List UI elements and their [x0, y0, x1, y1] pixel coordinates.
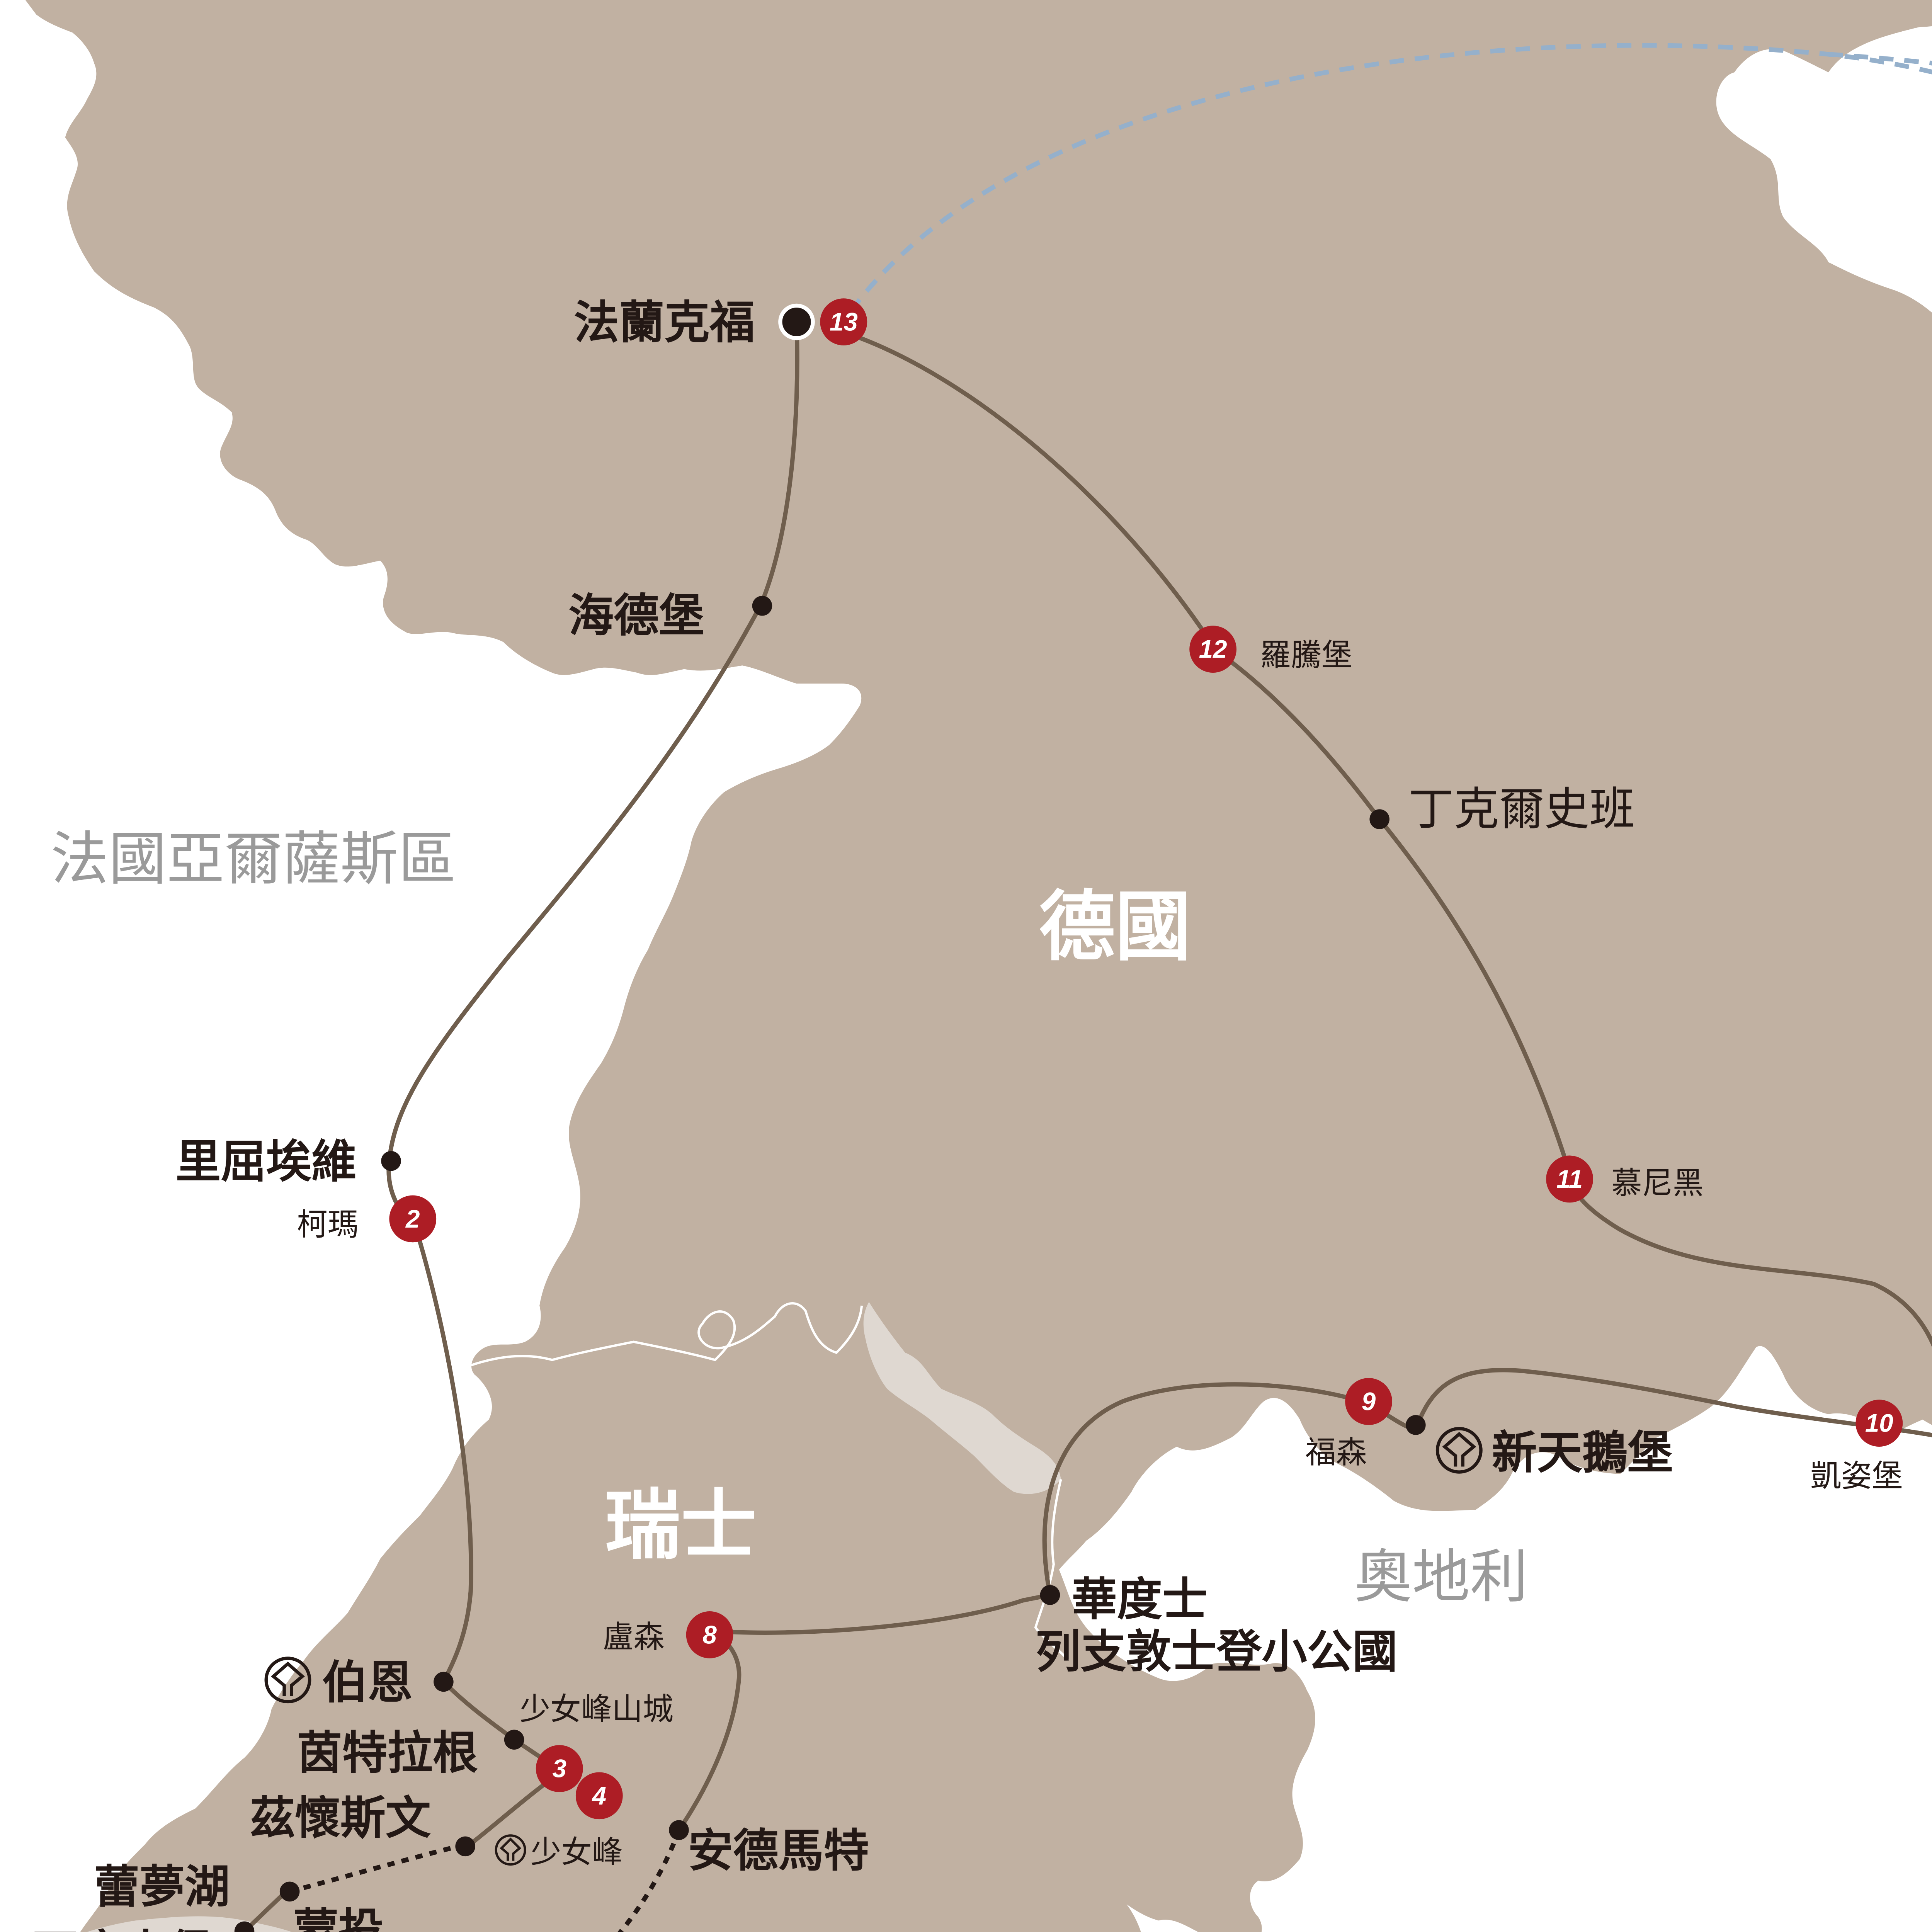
dot-vaduz[interactable] — [1040, 1585, 1060, 1605]
country-labels: 德國 瑞士 奧地利 義大利 法國亞爾薩斯區 — [51, 826, 1528, 1611]
label-heidelberg: 海德堡 — [568, 588, 704, 642]
label-munich: 慕尼黑 — [1611, 1165, 1704, 1201]
dot-neuschwanstein[interactable] — [1406, 1415, 1426, 1435]
lake-constance — [863, 1302, 1061, 1494]
label-vaduz: 華度士 — [1072, 1572, 1208, 1626]
svg-text:9: 9 — [1362, 1388, 1376, 1416]
dot-montreux[interactable] — [279, 1881, 300, 1902]
label-frankfurt: 法蘭克福 — [574, 296, 755, 349]
bus-munich-to-frankfurt — [850, 332, 1574, 1180]
train-route — [289, 1829, 681, 1932]
label-dinkelsbuhl: 丁克爾史班 — [1408, 782, 1635, 835]
stay-marker-11[interactable]: 11 — [1546, 1155, 1594, 1203]
unesco-jungfrau-icon — [495, 1834, 526, 1866]
bus-colmar-to-bern — [414, 1229, 473, 1683]
dot-dinkelsbuhl[interactable] — [1369, 809, 1389, 829]
svg-text:3: 3 — [552, 1755, 566, 1783]
border-de-ch — [470, 1302, 863, 1367]
label-riquewihr: 里屈埃維 — [175, 1135, 356, 1188]
country-label-austria: 奧地利 — [1354, 1544, 1528, 1611]
svg-text:10: 10 — [1865, 1409, 1893, 1437]
label-linderhof: 凱姿堡 — [1810, 1458, 1903, 1494]
label-lucerne: 盧森 — [603, 1619, 664, 1655]
dot-bern[interactable] — [434, 1672, 454, 1692]
flight-routes: 1.2 14.15 — [849, 43, 1932, 313]
stay-marker-13[interactable]: 13 — [820, 298, 867, 345]
svg-text:13: 13 — [830, 308, 858, 336]
dot-chillon[interactable] — [234, 1921, 255, 1932]
unesco-neuschwanstein-icon — [1435, 1427, 1483, 1474]
svg-text:2: 2 — [405, 1205, 420, 1233]
stay-marker-9[interactable]: 9 — [1345, 1378, 1392, 1425]
unesco-icons — [264, 1427, 1483, 1866]
stay-marker-8[interactable]: 8 — [686, 1611, 733, 1658]
label-lake-geneva: 蕾夢湖 — [94, 1860, 230, 1913]
flight-path-outbound — [849, 43, 1932, 313]
dot-riquewihr[interactable] — [381, 1151, 401, 1171]
label-chillon: 西庸古堡 — [32, 1925, 213, 1932]
place-labels: 法蘭克福 海德堡 羅騰堡 丁克爾史班 慕尼黑 里屈埃維 柯瑪 福森 新天鵝堡 凱… — [32, 296, 1903, 1932]
label-interlaken: 茵特拉根 — [297, 1726, 478, 1779]
label-liechtenstein: 列支敦士登小公國 — [1036, 1625, 1398, 1678]
stay-markers: 13 12 11 10 9 8 2 3 4 5 6 7 — [389, 298, 1903, 1820]
label-bern: 伯恩 — [322, 1656, 413, 1709]
stay-marker-3[interactable]: 3 — [536, 1745, 583, 1792]
flight-path-return — [1828, 52, 1932, 66]
dot-heidelberg[interactable] — [752, 596, 772, 616]
city-dots — [234, 303, 1426, 1932]
unesco-bern-icon — [264, 1656, 311, 1704]
label-andermatt: 安德馬特 — [688, 1824, 869, 1877]
label-rothenburg: 羅騰堡 — [1260, 637, 1352, 673]
stay-marker-10[interactable]: 10 — [1855, 1400, 1903, 1447]
label-fussen: 福森 — [1305, 1434, 1367, 1470]
label-jungfrau: 少女峰 — [531, 1834, 623, 1870]
landmass — [25, 0, 1932, 1932]
dot-zweisimmen[interactable] — [455, 1836, 475, 1857]
country-label-switzerland: 瑞士 — [605, 1481, 757, 1570]
label-jungfrau-town: 少女峰山城 — [520, 1691, 673, 1727]
stay-marker-4[interactable]: 4 — [575, 1772, 623, 1820]
bus-lucerne-to-vaduz — [715, 1593, 1051, 1635]
bus-konigssee-to-munich — [1569, 1179, 1932, 1347]
label-montreux: 蒙投 — [293, 1903, 384, 1932]
train-montreux-zweisimmen — [289, 1842, 466, 1894]
train-andermatt-zermatt — [617, 1829, 681, 1932]
region-label-alsace: 法國亞爾薩斯區 — [51, 826, 456, 893]
dot-andermatt[interactable] — [669, 1820, 689, 1840]
stay-marker-2[interactable]: 2 — [389, 1195, 437, 1243]
land-main — [25, 0, 1932, 1932]
svg-text:11: 11 — [1556, 1165, 1583, 1193]
svg-text:4: 4 — [592, 1782, 606, 1810]
stay-marker-12[interactable]: 12 — [1189, 626, 1237, 673]
svg-text:12: 12 — [1199, 635, 1227, 663]
city-dot-frankfurt[interactable] — [778, 303, 815, 340]
label-zweisimmen: 茲懷斯文 — [250, 1791, 431, 1845]
land-ticino — [1015, 1871, 1141, 1932]
country-label-germany: 德國 — [1039, 883, 1191, 971]
svg-text:8: 8 — [702, 1621, 717, 1649]
dot-jungfrau-town[interactable] — [504, 1730, 524, 1750]
label-colmar: 柯瑪 — [297, 1207, 358, 1243]
label-neuschwanstein: 新天鵝堡 — [1492, 1426, 1673, 1479]
